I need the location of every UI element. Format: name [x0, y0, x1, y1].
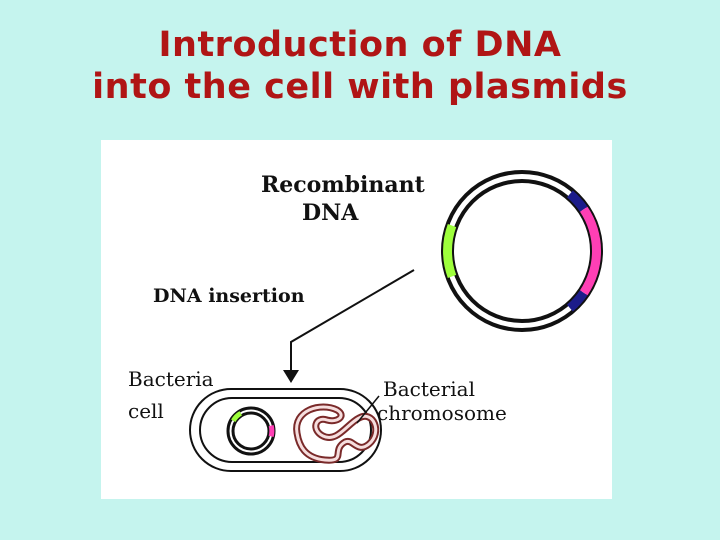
chromosome-label-line-1: Bacterial — [383, 377, 475, 401]
chromosome-pointer-line — [356, 395, 380, 424]
cell-plasmid-magenta-segment — [268, 425, 275, 437]
insertion-arrow — [283, 269, 415, 383]
magenta-dna-segment — [580, 206, 602, 296]
cell-plasmid-green-segment — [231, 411, 242, 422]
bacterial-chromosome — [293, 403, 380, 464]
cell-plasmid — [226, 406, 276, 456]
plasmid-diagram: Recombinant DNA DNA insertion Bacteria c… — [101, 140, 612, 499]
bacteria-label-line-1: Bacteria — [128, 367, 214, 391]
insertion-arrowhead — [283, 370, 299, 383]
navy-dna-segment-bottom — [567, 290, 588, 312]
recombinant-plasmid — [441, 170, 603, 332]
cell-plasmid-inner-ring — [231, 411, 271, 451]
navy-dna-segment-top — [567, 190, 588, 212]
dna-insertion-label: DNA insertion — [153, 285, 305, 307]
chromosome-loop-core — [295, 405, 378, 462]
title-line-1: Introduction of DNA — [158, 25, 562, 65]
bacteria-cell — [189, 388, 382, 472]
slide-title: Introduction of DNA into the cell with p… — [0, 24, 720, 108]
title-line-2: into the cell with plasmids — [92, 67, 628, 107]
chromosome-label-line-2: chromosome — [377, 401, 507, 425]
recombinant-label-line-1: Recombinant — [261, 172, 426, 198]
plasmid-inner-ring — [450, 179, 594, 323]
plasmid-diagram-svg: Recombinant DNA DNA insertion Bacteria c… — [128, 170, 603, 472]
recombinant-label-line-2: DNA — [302, 200, 359, 226]
insertion-arrow-line — [290, 269, 415, 370]
green-dna-segment — [443, 224, 457, 278]
cell-wall-inner — [199, 397, 372, 463]
bacteria-label-line-2: cell — [128, 399, 164, 423]
cell-wall-outer — [189, 388, 382, 472]
